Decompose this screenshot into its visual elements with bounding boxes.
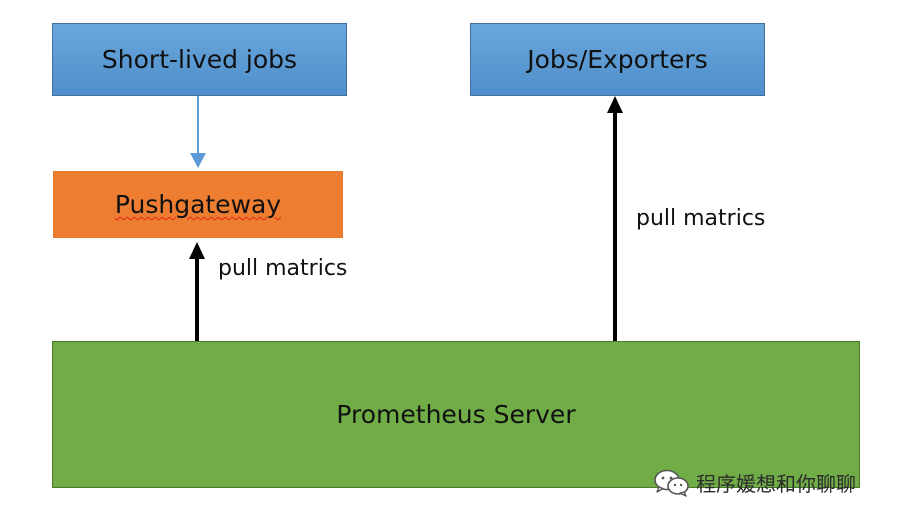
arrow-prom-to-jobs-head bbox=[607, 96, 623, 113]
short-lived-jobs-label: Short-lived jobs bbox=[101, 45, 298, 74]
jobs-edge-label: pull matrics bbox=[636, 206, 765, 231]
pushgateway-edge-label: pull matrics bbox=[218, 256, 347, 281]
jobs-exporters-box: Jobs/Exporters bbox=[470, 23, 765, 96]
jobs-edge-text: pull matrics bbox=[636, 206, 766, 231]
arrow-prom-to-push-head bbox=[189, 242, 205, 259]
short-lived-jobs-box: Short-lived jobs bbox=[52, 23, 347, 96]
arrow-short-to-push-head bbox=[190, 153, 206, 168]
prometheus-server-box: Prometheus Server bbox=[52, 341, 860, 488]
watermark-text: 程序媛想和你聊聊 bbox=[696, 472, 856, 496]
pushgateway-box: Pushgateway bbox=[53, 171, 343, 238]
prometheus-server-label: Prometheus Server bbox=[336, 400, 576, 429]
wechat-icon bbox=[654, 469, 689, 497]
pushgateway-label: Pushgateway bbox=[114, 190, 282, 219]
jobs-exporters-label: Jobs/Exporters bbox=[527, 45, 708, 74]
watermark: 程序媛想和你聊聊 bbox=[654, 468, 856, 497]
pushgateway-edge-text: pull matrics bbox=[218, 256, 348, 281]
